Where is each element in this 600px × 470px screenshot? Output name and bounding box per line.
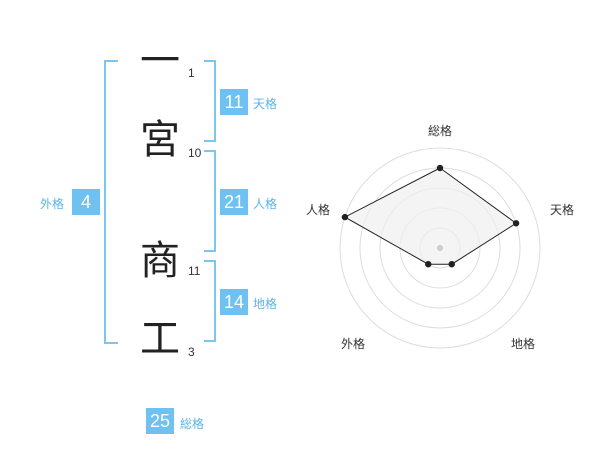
soukaku-value: 25 <box>146 408 174 434</box>
gaikaku-value: 4 <box>72 189 100 215</box>
radar-center-point <box>437 245 443 251</box>
chikaku-value: 14 <box>220 289 248 315</box>
tenkaku-bracket <box>204 60 216 142</box>
gaikaku-bracket <box>104 60 118 344</box>
stroke-count-3: 11 <box>188 264 201 278</box>
radar-label-jinkaku: 人格 <box>306 203 331 217</box>
name-char-1: 一 <box>140 38 180 84</box>
jinkaku-value: 21 <box>220 189 248 215</box>
radar-polygon <box>343 167 517 265</box>
radar-label-gaikaku: 外格 <box>341 337 366 351</box>
radar-point-1 <box>512 220 520 227</box>
tenkaku-label: 天格 <box>253 97 278 111</box>
radar-point-3 <box>425 260 432 268</box>
chikaku-bracket <box>204 260 216 342</box>
jinkaku-bracket <box>204 150 216 252</box>
jinkaku-label: 人格 <box>253 197 278 211</box>
radar-label-chikaku: 地格 <box>511 337 536 351</box>
radar-point-4 <box>341 213 349 221</box>
stroke-count-2: 10 <box>188 146 202 160</box>
chikaku-label: 地格 <box>253 297 278 311</box>
stroke-count-4: 3 <box>188 345 195 359</box>
name-char-4: 工 <box>140 316 180 362</box>
radar-label-soukaku: 総格 <box>428 124 453 138</box>
stroke-count-1: 1 <box>188 66 195 80</box>
radar-point-2 <box>448 260 455 268</box>
tenkaku-value: 11 <box>220 89 248 115</box>
radar-ring <box>339 147 541 349</box>
name-char-2: 宮 <box>140 117 180 163</box>
radar-label-tenkaku: 天格 <box>550 203 575 217</box>
radar-point-0 <box>436 164 444 172</box>
name-char-3: 商 <box>140 238 180 284</box>
gaikaku-label: 外格 <box>40 197 65 211</box>
soukaku-label: 総格 <box>180 417 205 431</box>
